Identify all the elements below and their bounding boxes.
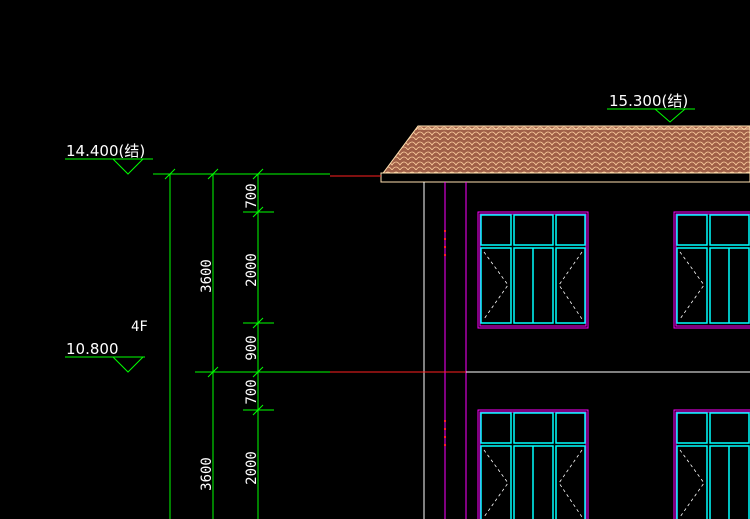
windows-group — [477, 211, 750, 519]
elevation-label-eave: 14.400(结) — [66, 142, 145, 160]
dim-900: 900 — [244, 335, 260, 360]
window — [673, 211, 750, 329]
section-lines — [330, 175, 466, 373]
window — [673, 409, 750, 519]
elevation-label-ridge: 15.300(结) — [609, 92, 688, 110]
elevation-marker-eave — [65, 158, 153, 175]
elevation-marker-ridge — [607, 108, 695, 123]
dim-700-top: 700 — [244, 183, 260, 208]
roof — [380, 125, 750, 183]
dim-2000-lower: 2000 — [244, 451, 260, 485]
window — [477, 211, 589, 329]
dim-2000-upper: 2000 — [244, 253, 260, 287]
building-walls — [423, 182, 750, 519]
dim-3600-lower: 3600 — [199, 457, 215, 491]
elevation-label-floor-4: 10.800 — [66, 340, 119, 358]
floor-label: 4F — [131, 319, 148, 335]
window — [477, 409, 589, 519]
dim-3600-upper: 3600 — [199, 259, 215, 293]
elevation-marker-floor-4 — [65, 356, 145, 373]
dimension-lines — [153, 168, 330, 519]
dim-700-mid: 700 — [244, 379, 260, 404]
